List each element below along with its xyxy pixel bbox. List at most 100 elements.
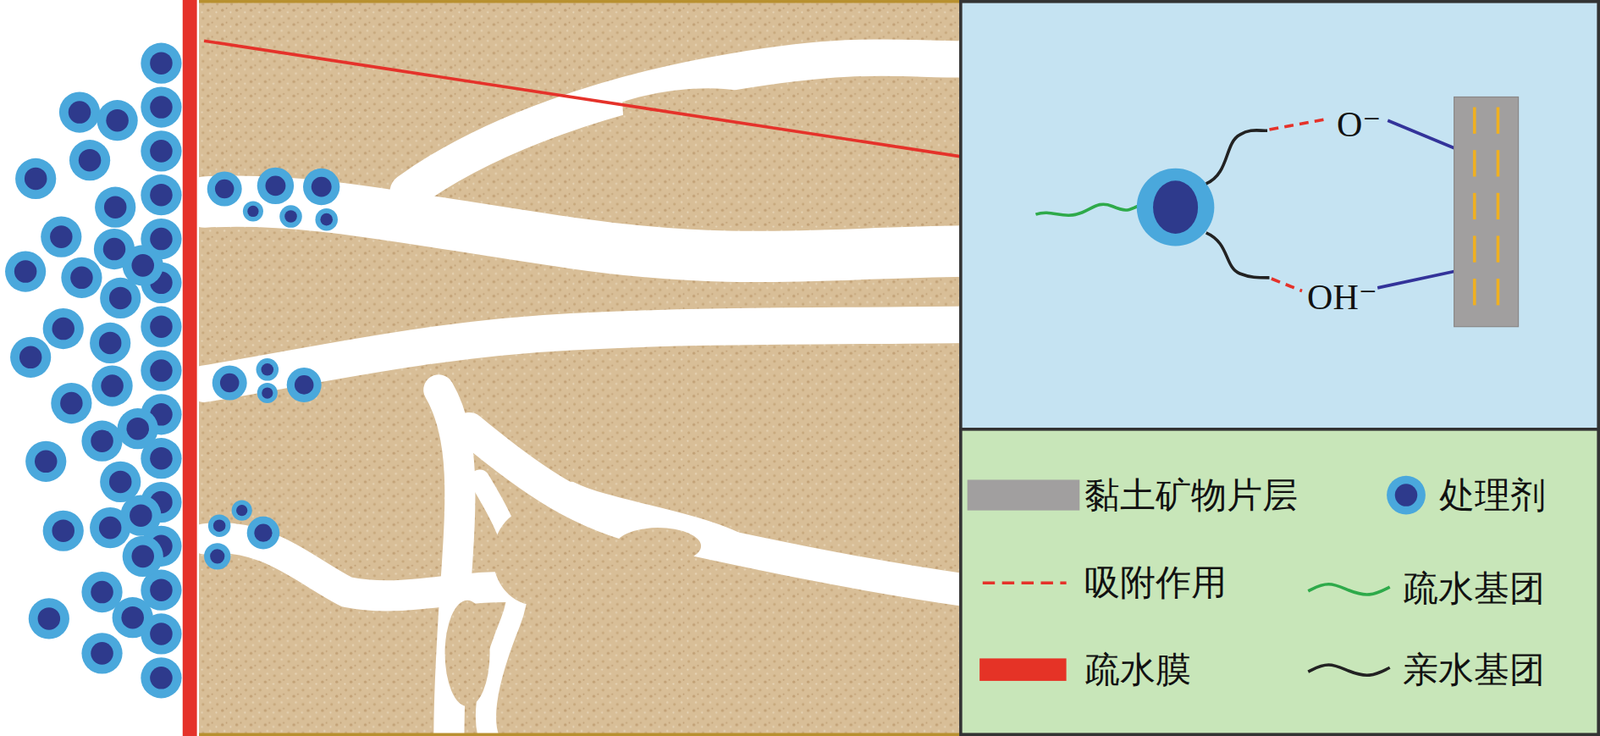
legend-text: 处理剂 <box>1439 475 1546 515</box>
particle-shell <box>28 597 70 639</box>
agent-particle <box>91 364 133 406</box>
bond-line <box>1377 271 1454 288</box>
adsorption-line <box>1271 278 1303 291</box>
agent-particle <box>112 596 154 638</box>
mechanism-panel <box>960 1 1599 430</box>
particle-core <box>149 95 173 119</box>
particle-core <box>149 446 173 470</box>
particle-core <box>109 286 133 310</box>
agent-core <box>1153 180 1198 234</box>
agent-particle <box>256 358 280 381</box>
fractures <box>204 57 965 736</box>
agent-particle <box>140 174 182 216</box>
hydrophilic-group <box>1206 232 1270 278</box>
particle-core <box>103 237 127 261</box>
particle-shell <box>91 364 133 406</box>
particle-shell <box>208 513 232 537</box>
particle-shell <box>15 158 56 199</box>
legend-line <box>1307 584 1390 595</box>
particle-shell <box>5 250 46 292</box>
particle-shell <box>140 306 182 348</box>
particle-core <box>49 225 73 249</box>
agent-particle <box>40 216 82 258</box>
particle-core <box>24 167 48 191</box>
particle-shell <box>314 208 338 232</box>
particle-shell <box>122 535 164 577</box>
sheet-dash <box>1473 193 1477 220</box>
rock-islands <box>445 88 758 707</box>
rock-border <box>198 0 960 4</box>
agent-particle <box>5 250 46 292</box>
particle-core <box>149 183 173 207</box>
particle-shell <box>97 99 138 141</box>
legend-samples <box>967 475 1426 681</box>
particle-shell <box>256 358 280 381</box>
agent-particle <box>140 86 182 127</box>
legend-swatch <box>967 479 1081 510</box>
particle-core <box>236 504 248 516</box>
sheet-dash <box>1496 278 1501 305</box>
sheet-dash <box>1496 149 1501 177</box>
particle-shell <box>117 408 159 449</box>
particle-shell <box>257 167 294 205</box>
particle-shell <box>247 516 281 550</box>
particle-shell <box>286 367 322 403</box>
particle-core <box>284 209 298 223</box>
agent-particle <box>208 513 232 537</box>
particle-shell <box>59 91 100 133</box>
ion-label: O⁻ <box>1336 104 1382 144</box>
agent-particle <box>314 208 338 232</box>
ion-label: OH⁻ <box>1307 277 1378 317</box>
agent-particle <box>69 139 111 181</box>
agent-particle <box>257 382 278 403</box>
clay-sheet-lines <box>1474 107 1499 306</box>
legend-text: 疏水膜 <box>1084 650 1192 690</box>
particle-core <box>149 578 173 602</box>
agent-particle <box>89 322 131 364</box>
particle-core <box>34 450 58 474</box>
agent-particle <box>97 99 138 141</box>
particle-core <box>149 358 173 382</box>
particle-shell <box>81 632 122 674</box>
bond-line <box>1387 120 1454 149</box>
particle-shell <box>257 382 278 403</box>
particle-core <box>247 205 259 217</box>
agent-particle <box>25 441 67 482</box>
hydrophilic-group <box>1206 130 1268 184</box>
legend-line <box>1307 664 1390 675</box>
particle-shell <box>10 336 51 378</box>
particle-core <box>149 666 173 690</box>
particle-shell <box>50 382 92 424</box>
agent-particles <box>5 43 340 699</box>
agent-particle <box>50 382 92 424</box>
agent-particle <box>140 130 182 172</box>
agent-particle <box>10 336 51 378</box>
sheet-dash <box>1473 235 1477 262</box>
agent-particle <box>140 656 182 698</box>
particle-core <box>14 259 38 283</box>
particle-shell <box>43 308 84 349</box>
particle-core <box>19 346 43 370</box>
particle-shell <box>303 168 340 205</box>
particle-shell <box>81 420 122 462</box>
particle-core <box>149 139 173 163</box>
particle-core <box>109 470 133 494</box>
particle-core <box>209 548 225 563</box>
agent-particle <box>81 420 122 462</box>
particle-shell <box>140 130 182 172</box>
agent-particle <box>94 187 136 228</box>
particle-core <box>129 503 153 527</box>
particle-core <box>100 374 124 398</box>
agent-particle <box>43 510 84 552</box>
particle-core <box>131 253 155 277</box>
sheet-dash <box>1496 193 1501 220</box>
particle-shell <box>140 174 182 216</box>
particle-core <box>126 417 149 441</box>
agent-particle <box>28 597 70 639</box>
particle-shell <box>204 542 231 569</box>
legend-text: 黏土矿物片层 <box>1084 475 1298 515</box>
clay-sheet <box>1454 97 1519 327</box>
particle-shell <box>242 200 264 221</box>
particle-core <box>213 518 227 532</box>
particle-core <box>220 373 240 393</box>
